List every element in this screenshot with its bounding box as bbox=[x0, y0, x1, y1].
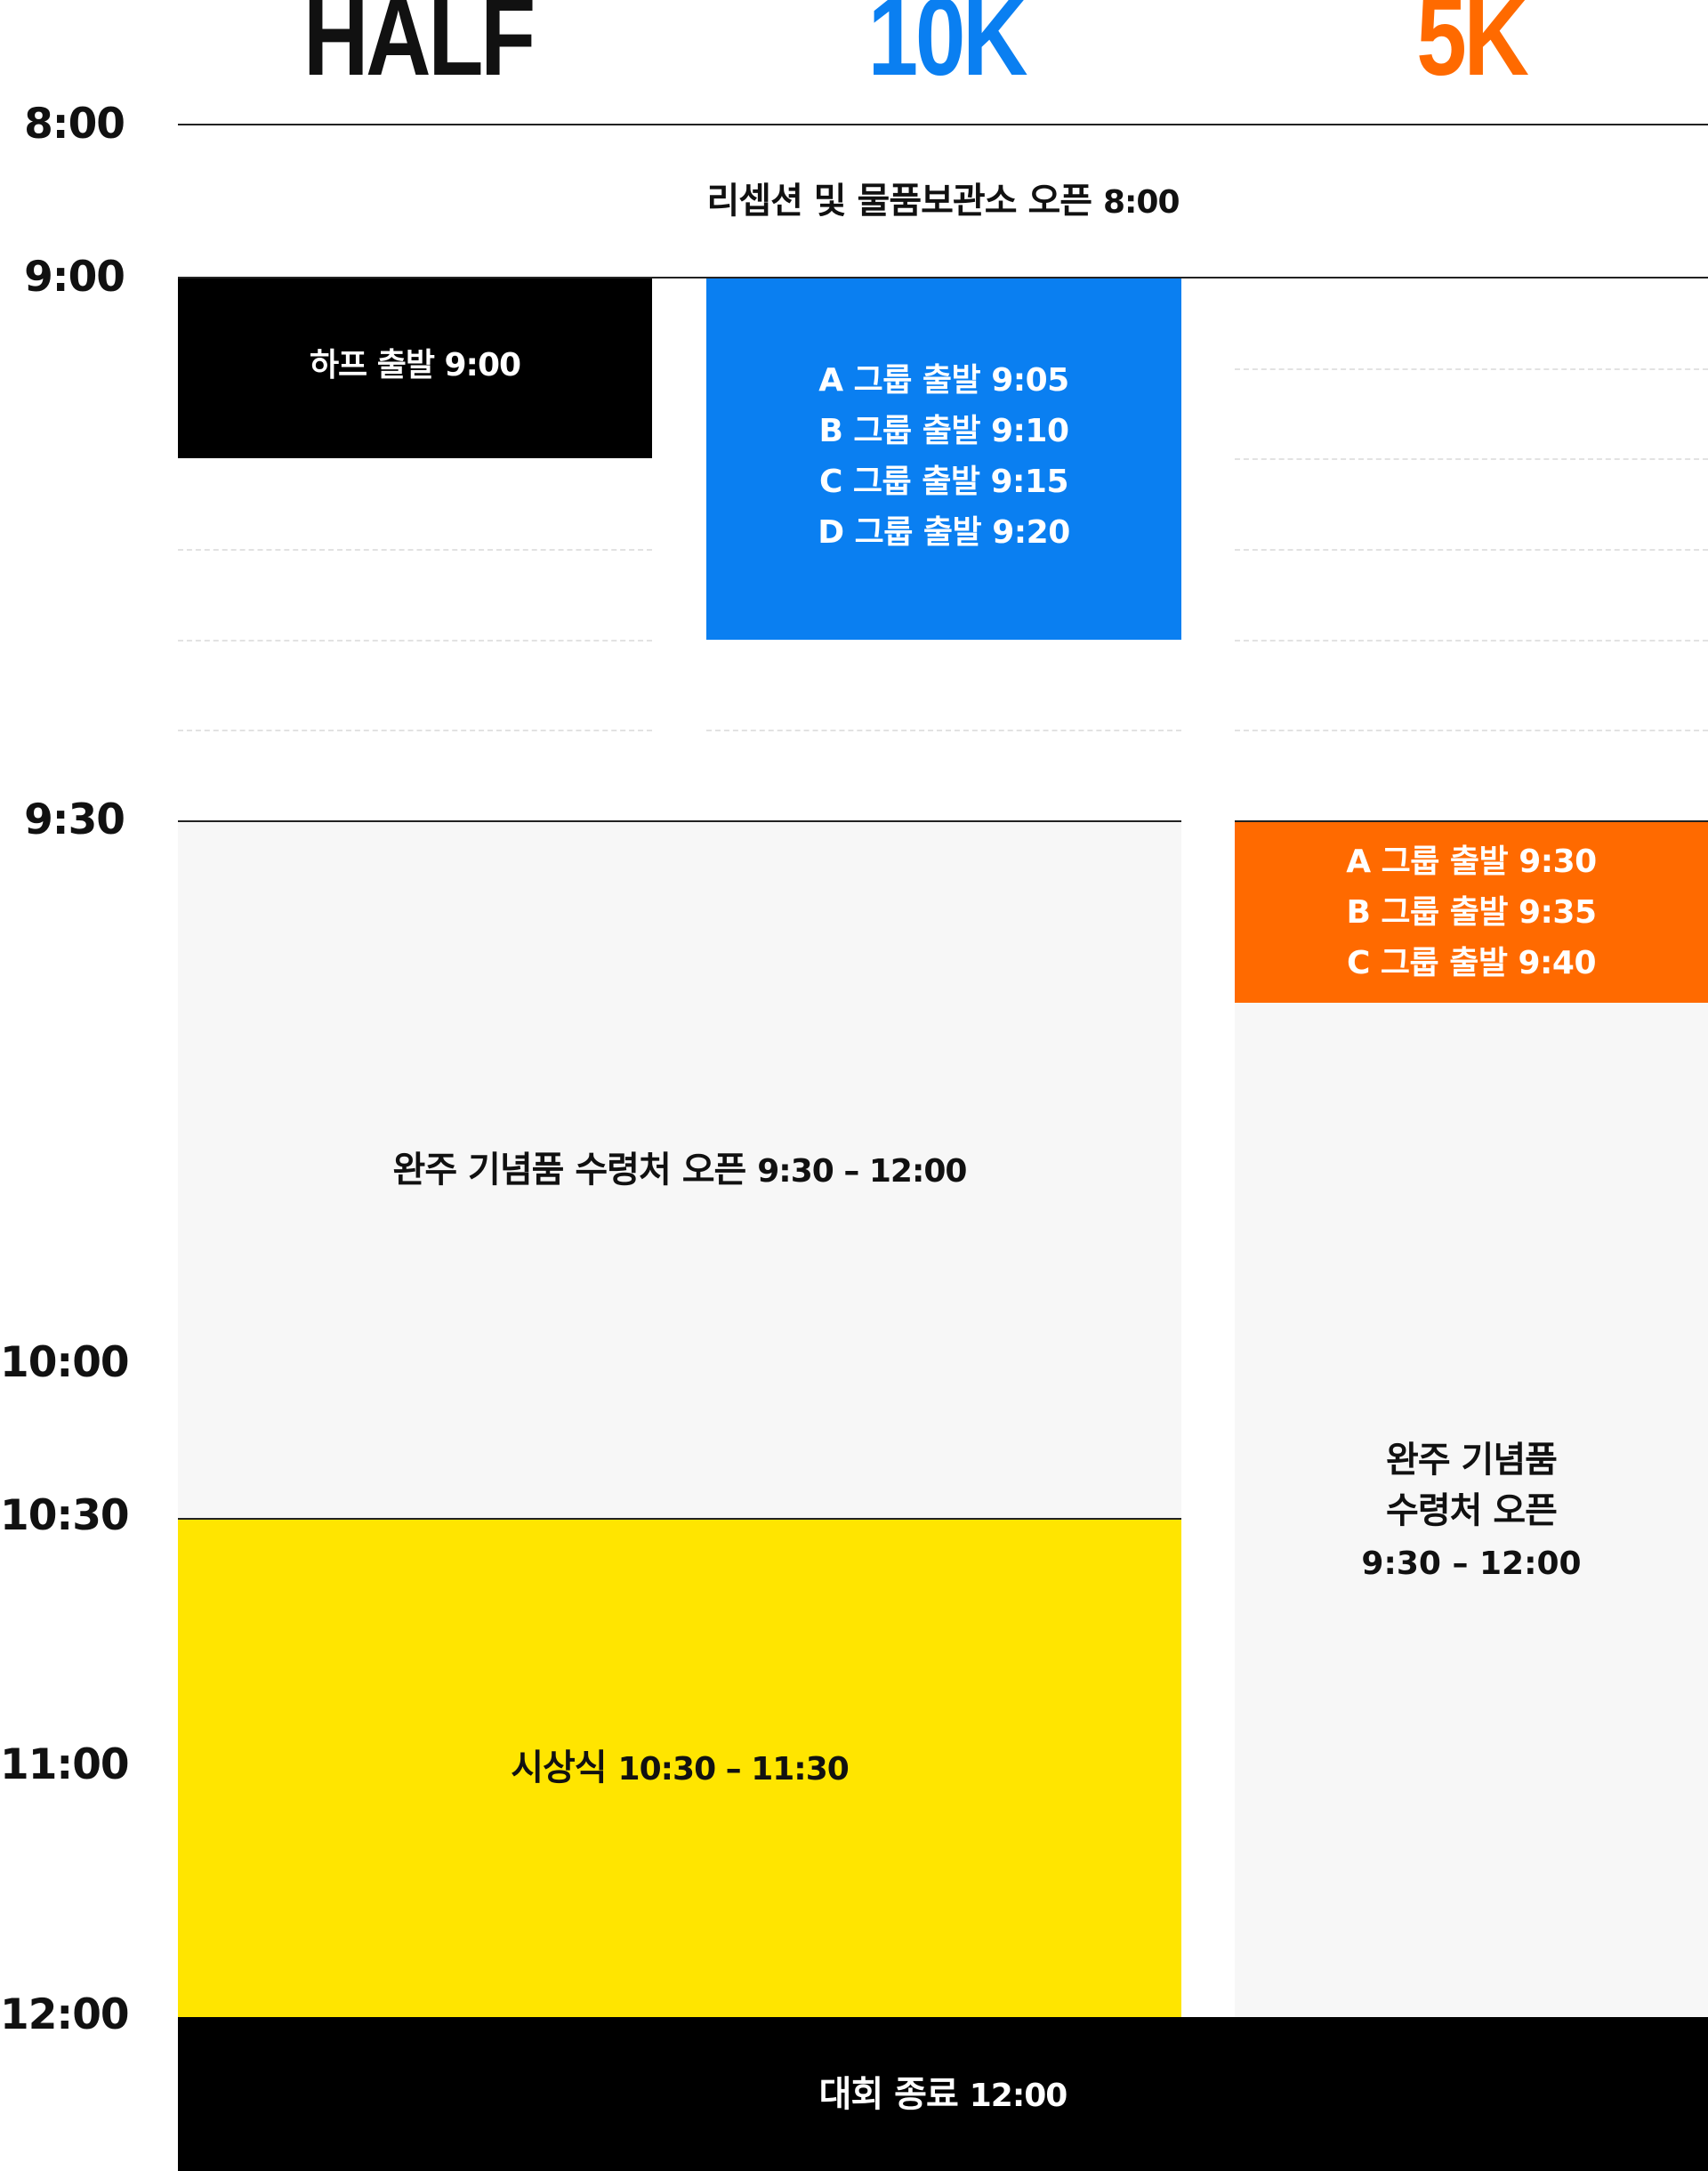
medal-5k-time: 9:30 – 12:00 bbox=[1361, 1546, 1582, 1582]
time-label-9-00: 9:00 bbox=[24, 253, 125, 302]
event-5k-starts: A 그룹 출발 9:30 B 그룹 출발 9:35 C 그룹 출발 9:40 bbox=[1235, 822, 1708, 1003]
event-medal-pickup-main: 완주 기념품 수령처 오픈 9:30 – 12:00 bbox=[178, 822, 1181, 1518]
finish-label: 대회 종료 12:00 bbox=[819, 2070, 1068, 2119]
5k-start-b: B 그룹 출발 9:35 bbox=[1346, 894, 1597, 931]
medal-5k-title-line2: 수령처 오픈 bbox=[1386, 1490, 1558, 1531]
10k-starts-list: A 그룹 출발 9:05 B 그룹 출발 9:10 C 그룹 출발 9:15 D… bbox=[818, 355, 1070, 558]
event-10k-starts: A 그룹 출발 9:05 B 그룹 출발 9:10 C 그룹 출발 9:15 D… bbox=[706, 278, 1181, 640]
event-reception: 리셉션 및 물품보관소 오픈 8:00 bbox=[178, 125, 1708, 277]
guide-5k-2 bbox=[1235, 458, 1708, 460]
time-label-10-30: 10:30 bbox=[0, 1491, 130, 1540]
10k-start-a: A 그룹 출발 9:05 bbox=[818, 362, 1069, 399]
half-start-label: 하프 출발 9:00 bbox=[309, 344, 522, 388]
time-label-8-00: 8:00 bbox=[24, 100, 125, 149]
5k-starts-list: A 그룹 출발 9:30 B 그룹 출발 9:35 C 그룹 출발 9:40 bbox=[1346, 836, 1597, 989]
event-medal-pickup-5k: 완주 기념품 수령처 오픈 9:30 – 12:00 bbox=[1235, 1003, 1708, 2017]
guide-5k-4 bbox=[1235, 640, 1708, 642]
10k-start-b: B 그룹 출발 9:10 bbox=[818, 413, 1069, 449]
time-label-10-00: 10:00 bbox=[0, 1338, 130, 1387]
medal-main-time: 9:30 – 12:00 bbox=[757, 1153, 967, 1190]
ceremony-title: 시상식 bbox=[511, 1747, 607, 1788]
10k-start-c: C 그룹 출발 9:15 bbox=[818, 464, 1069, 500]
event-race-finish: 대회 종료 12:00 bbox=[178, 2017, 1708, 2171]
10k-start-d: D 그룹 출발 9:20 bbox=[818, 514, 1070, 551]
medal-main-title: 완주 기념품 수령처 오픈 bbox=[392, 1150, 747, 1190]
5k-start-a: A 그룹 출발 9:30 bbox=[1346, 843, 1597, 880]
column-header-half: HALF bbox=[303, 0, 536, 99]
event-half-start: 하프 출발 9:00 bbox=[178, 278, 652, 458]
event-award-ceremony: 시상식 10:30 – 11:30 bbox=[178, 1520, 1181, 2017]
reception-time: 8:00 bbox=[1102, 184, 1180, 221]
5k-start-c: C 그룹 출발 9:40 bbox=[1346, 945, 1597, 981]
medal-main-label: 완주 기념품 수령처 오픈 9:30 – 12:00 bbox=[392, 1146, 968, 1194]
reception-title: 리셉션 및 물품보관소 오픈 bbox=[706, 181, 1092, 222]
finish-time: 12:00 bbox=[969, 2077, 1068, 2114]
half-start-time: 9:00 bbox=[444, 347, 522, 383]
guide-half-2 bbox=[178, 640, 652, 642]
time-label-12-00: 12:00 bbox=[0, 1990, 130, 2039]
finish-title: 대회 종료 bbox=[818, 2073, 959, 2115]
guide-5k-5 bbox=[1235, 730, 1708, 731]
rule-9-30-5k bbox=[1235, 820, 1708, 822]
guide-half-1 bbox=[178, 549, 652, 551]
guide-5k-3 bbox=[1235, 549, 1708, 551]
time-label-9-30: 9:30 bbox=[24, 795, 125, 844]
ceremony-time: 10:30 – 11:30 bbox=[617, 1751, 850, 1788]
guide-5k-1 bbox=[1235, 368, 1708, 370]
time-label-11-00: 11:00 bbox=[0, 1740, 130, 1789]
column-header-10k: 10K bbox=[867, 0, 1028, 99]
rule-10-30 bbox=[178, 1518, 1181, 1520]
medal-5k-label: 완주 기념품 수령처 오픈 9:30 – 12:00 bbox=[1361, 1435, 1581, 1592]
guide-10k-1 bbox=[706, 730, 1181, 731]
medal-5k-title-line1: 완주 기념품 bbox=[1386, 1440, 1558, 1481]
half-start-title: 하프 출발 bbox=[309, 347, 435, 383]
guide-half-3 bbox=[178, 730, 652, 731]
rule-9-00 bbox=[178, 277, 1708, 278]
rule-9-30-main bbox=[178, 820, 1181, 822]
event-reception-label: 리셉션 및 물품보관소 오픈 8:00 bbox=[706, 177, 1180, 225]
column-header-5k: 5K bbox=[1416, 0, 1529, 99]
ceremony-label: 시상식 10:30 – 11:30 bbox=[511, 1744, 850, 1792]
rule-8-00 bbox=[178, 124, 1708, 125]
